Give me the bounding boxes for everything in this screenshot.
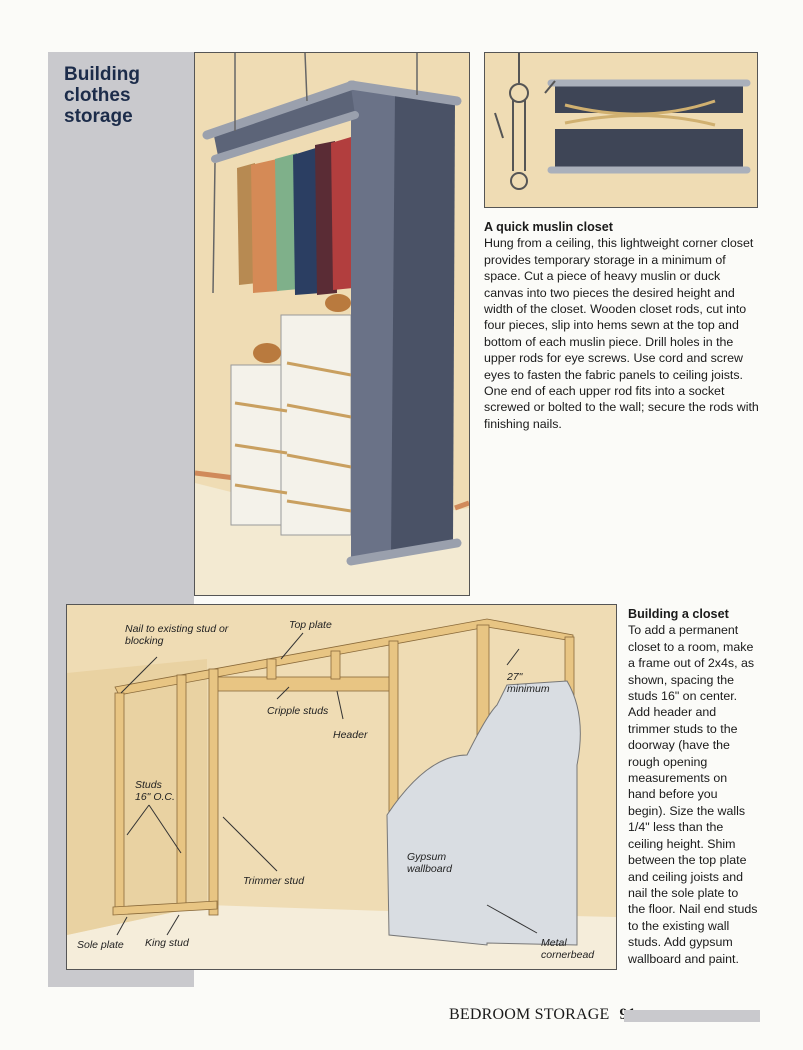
title-line: Building [64,64,140,85]
title-line: storage [64,106,133,127]
muslin-closet-section: A quick muslin closet Hung from a ceilin… [484,219,760,432]
muslin-closet-illustration [194,52,470,596]
closet-framing-illustration: Nail to existing stud or blocking Top pl… [66,604,617,970]
page-footer: BEDROOM STORAGE91 [449,1006,636,1024]
building-closet-heading: Building a closet [628,607,729,621]
title-line: clothes [64,85,131,106]
muslin-closet-body: Hung from a ceiling, this lightweight co… [484,236,759,431]
muslin-closet-heading: A quick muslin closet [484,220,613,234]
page-title: Building clothes storage [64,64,140,127]
building-closet-section: Building a closet To add a permanent clo… [628,606,758,967]
label-king-stud: King stud [145,937,189,949]
footer-bar [624,1010,760,1022]
label-cripple-studs: Cripple studs [267,705,329,717]
hanging-detail-illustration [484,52,758,208]
label-header: Header [333,729,368,741]
footer-section-name: BEDROOM STORAGE [449,1006,610,1023]
label-metal-cornerbead: Metal cornerbead [541,937,595,961]
label-sole-plate: Sole plate [77,939,124,951]
building-closet-body: To add a permanent closet to a room, mak… [628,623,758,966]
label-gypsum-wallboard: Gypsum wallboard [407,851,452,875]
label-top-plate: Top plate [289,619,332,631]
label-27-minimum: 27" minimum [507,671,550,695]
label-studs: Studs 16" O.C. [135,779,175,803]
label-nail: Nail to existing stud or blocking [125,623,229,647]
label-trimmer-stud: Trimmer stud [243,875,305,887]
